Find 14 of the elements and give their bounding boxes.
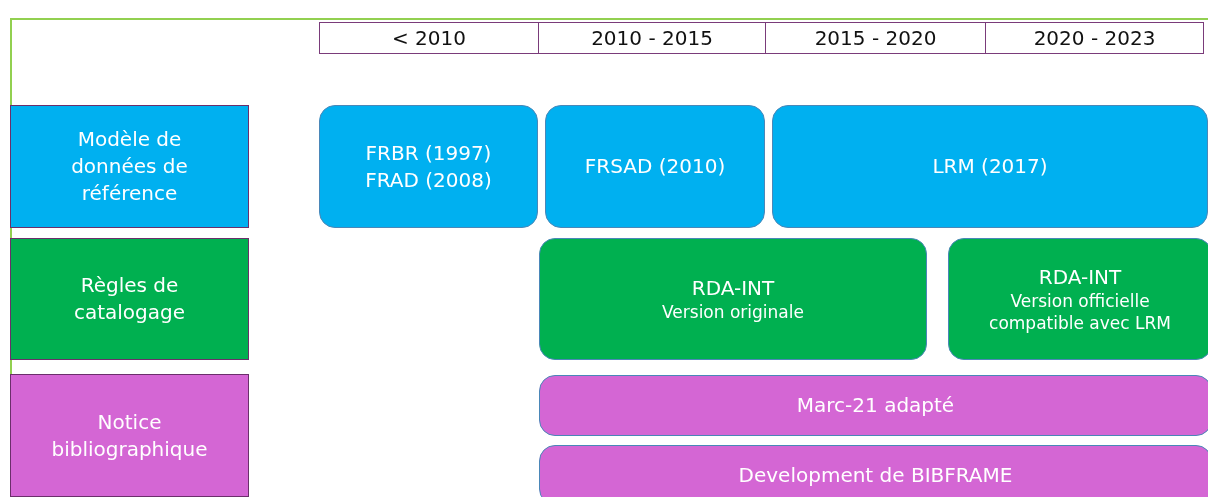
timeline-bar: FRSAD (2010): [545, 105, 765, 228]
timeline-bar: RDA-INT Version officielle compatible avec LRM: [948, 238, 1208, 360]
period-header: 2020 - 2023: [986, 22, 1204, 54]
period-header: < 2010: [319, 22, 539, 54]
row-label: Règles de catalogage: [10, 238, 249, 360]
timeline-bar: RDA-INT Version originale: [539, 238, 927, 360]
timeline-bar: LRM (2017): [772, 105, 1208, 228]
timeline-bar: FRBR (1997) FRAD (2008): [319, 105, 538, 228]
timeline-bar: Marc-21 adapté: [539, 375, 1208, 436]
period-header: 2015 - 2020: [766, 22, 986, 54]
timeline-bar: Development de BIBFRAME: [539, 445, 1208, 497]
row-label: Modèle de données de référence: [10, 105, 249, 228]
period-header: 2010 - 2015: [539, 22, 766, 54]
row-label: Notice bibliographique: [10, 374, 249, 497]
